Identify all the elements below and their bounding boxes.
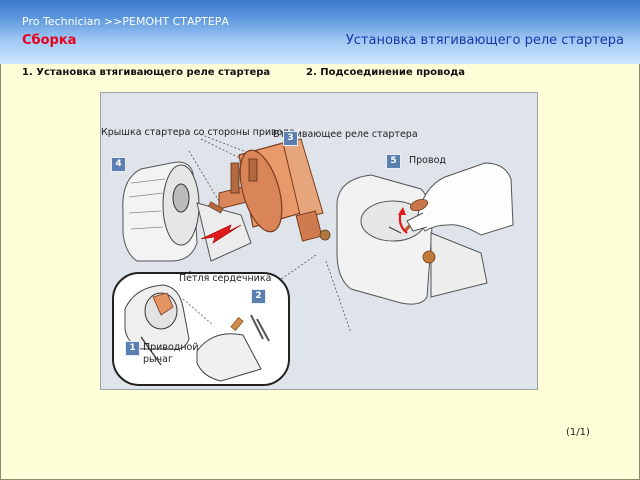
label-drive-lever: Приводной рычаг [143,342,199,365]
step-list: 1. Установка втягивающего реле стартера … [0,67,640,79]
starter-illustration [112,132,514,386]
step-badge-2: 2 [251,289,266,304]
section-title: Сборка [22,33,77,48]
step-1-link[interactable]: 1. Установка втягивающего реле стартера [22,67,271,78]
direction-arrow-icon [200,224,242,244]
detail-inset [112,272,290,386]
page-indicator: (1/1) [566,427,590,438]
starter-body-right [336,162,514,305]
label-wire: Провод [409,155,446,166]
solenoid-part [208,138,331,242]
step-badge-5: 5 [386,154,401,169]
label-plunger-loop: Петля сердечника [179,273,272,284]
starter-body-left [122,161,252,262]
header-bar: Pro Technician >>РЕМОНТ СТАРТЕРА Сборка … [0,0,640,64]
step-2-link[interactable]: 2. Подсоединение провода [306,67,466,78]
step-badge-3: 3 [283,131,298,146]
app-title: Pro Technician >>РЕМОНТ СТАРТЕРА [22,15,229,28]
step-badge-1: 1 [125,341,140,356]
procedure-title: Установка втягивающего реле стартера [345,33,624,48]
label-solenoid: Втягивающее реле стартера [273,129,418,140]
step-badge-4: 4 [111,157,126,172]
illustration-panel: Крышка стартера со стороны привода Втяги… [100,92,538,390]
label-drive-cover: Крышка стартера со стороны привода [101,127,295,138]
